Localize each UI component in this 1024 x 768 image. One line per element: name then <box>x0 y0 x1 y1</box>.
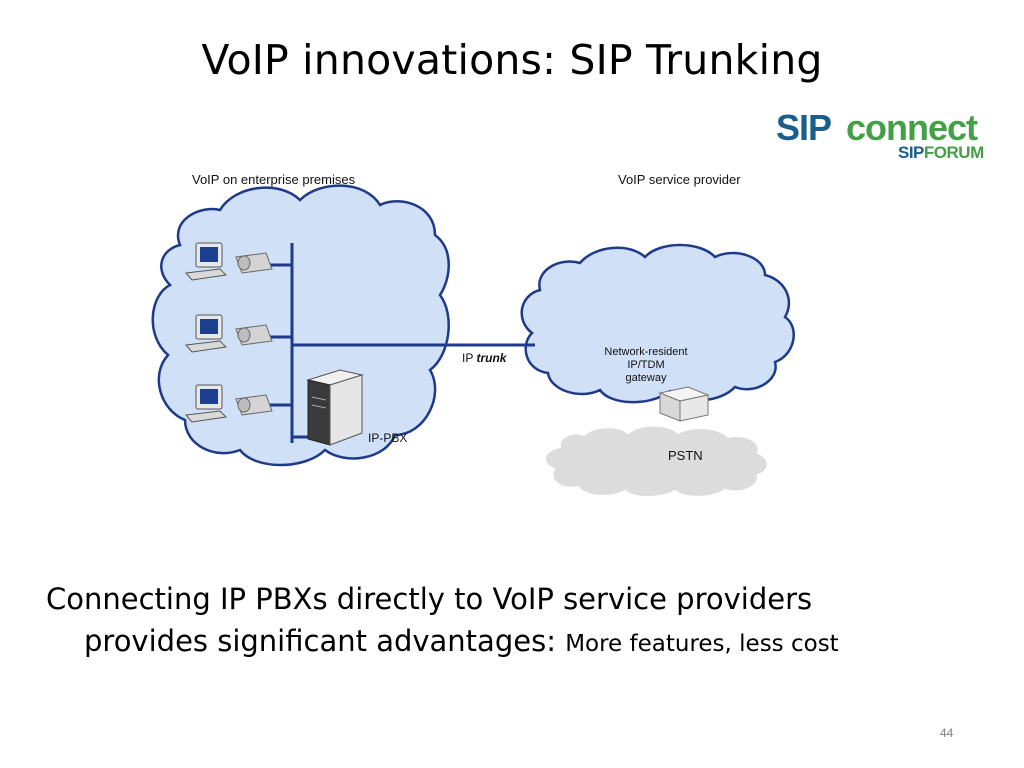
logo-forum-line: SIPFORUM <box>898 144 984 162</box>
logo-forum-word: FORUM <box>923 143 984 162</box>
diagram-graphic <box>151 184 795 498</box>
workstation-1 <box>185 242 228 281</box>
ip-pbx-server <box>306 369 364 446</box>
logo-forum-sip: SIP <box>898 143 924 162</box>
desk-phone-2 <box>235 324 273 346</box>
workstation-2 <box>185 314 228 353</box>
ip-trunk-label-ip: IP <box>462 351 477 365</box>
desk-phone-3 <box>235 394 273 416</box>
workstation-3 <box>185 384 228 423</box>
ip-pbx-label: IP-PBX <box>368 431 408 445</box>
sipconnect-logo: SIP connect SIPFORUM <box>776 110 1000 166</box>
enterprise-label: VoIP on enterprise premises <box>192 172 356 187</box>
provider-cloud <box>520 243 795 404</box>
body-text: Connecting IP PBXs directly to VoIP serv… <box>46 578 986 665</box>
slide-title: VoIP innovations: SIP Trunking <box>201 36 823 84</box>
logo-connect-text: connect <box>846 107 978 148</box>
gateway-label-line-2: IP/TDM <box>627 359 665 371</box>
sip-trunking-diagram: VoIP on enterprise premises VoIP service… <box>140 165 840 505</box>
gateway-device <box>658 386 710 422</box>
enterprise-cloud <box>151 184 450 467</box>
desk-phone-1 <box>235 252 273 274</box>
pstn-cloud <box>544 424 769 498</box>
gateway-label-line-1: Network-resident <box>604 346 688 358</box>
body-line-2-text: provides significant advantages: <box>84 624 566 658</box>
page-number: 44 <box>940 726 954 740</box>
gateway-label-line-3: gateway <box>625 372 667 384</box>
body-line-1: Connecting IP PBXs directly to VoIP serv… <box>46 582 813 616</box>
gateway-label: Network-resident IP/TDM gateway <box>586 346 706 385</box>
provider-label: VoIP service provider <box>618 172 741 187</box>
body-emphasis: More features, less cost <box>565 631 839 657</box>
pstn-label: PSTN <box>668 448 703 463</box>
ip-trunk-label-trunk: trunk <box>476 351 507 365</box>
body-line-2: provides significant advantages: More fe… <box>46 620 986 665</box>
ip-trunk-label: IP trunk <box>462 351 506 365</box>
logo-sip-text: SIP <box>776 107 832 148</box>
